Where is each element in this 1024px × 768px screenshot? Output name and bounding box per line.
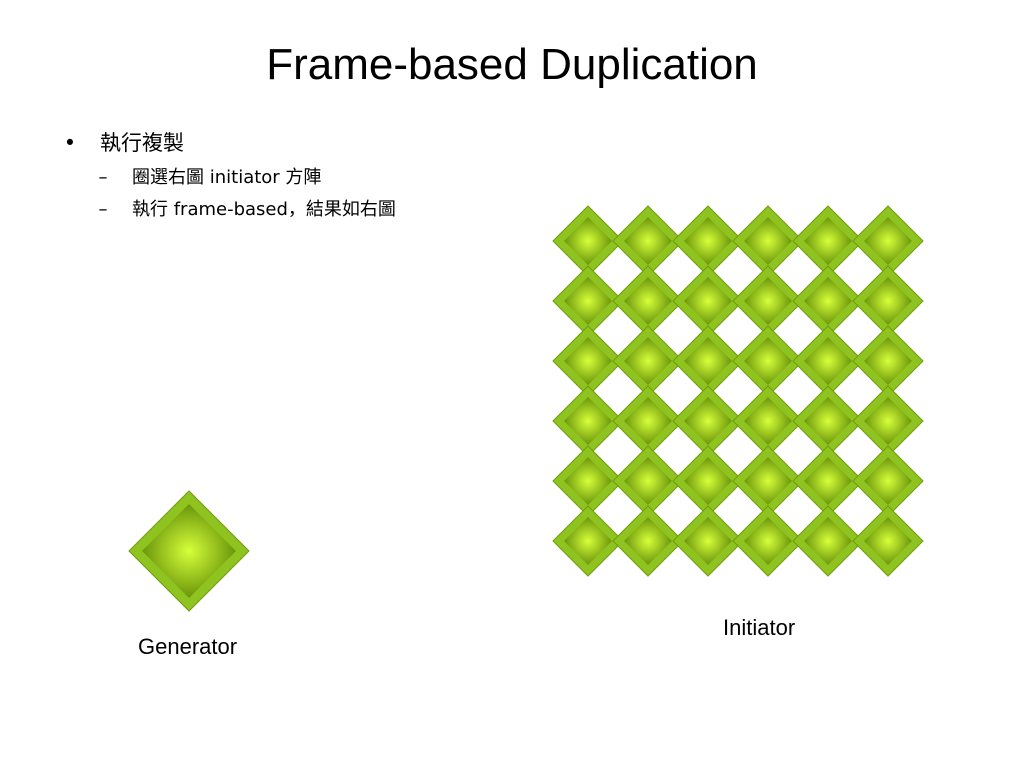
sub-bullet-marker: –: [98, 199, 108, 220]
diamond-tile-icon: [672, 205, 744, 277]
sub-bullet-list: – 圈選右圖 initiator 方陣 – 執行 frame-based，結果如…: [99, 162, 396, 226]
diamond-tile-icon: [552, 325, 624, 397]
diamond-tile-icon: [612, 205, 684, 277]
tile-core: [744, 337, 792, 385]
tile-core: [684, 457, 732, 505]
sub-bullet-marker: –: [98, 167, 108, 188]
tile-core: [864, 217, 912, 265]
diamond-tile-icon: [792, 205, 864, 277]
diamond-tile-icon: [672, 385, 744, 457]
diamond-tile-icon: [852, 385, 924, 457]
tile-core: [624, 457, 672, 505]
tile-core: [624, 277, 672, 325]
tile-core: [684, 517, 732, 565]
diamond-tile-icon: [612, 445, 684, 517]
tile-core: [142, 504, 236, 598]
diamond-tile-icon: [852, 205, 924, 277]
slide-title: Frame-based Duplication: [266, 40, 758, 89]
diamond-tile-icon: [792, 385, 864, 457]
tile-core: [564, 217, 612, 265]
diamond-tile-icon: [672, 265, 744, 337]
diamond-tile-icon: [852, 445, 924, 517]
diamond-tile-icon: [612, 385, 684, 457]
sub-bullet-text: 圈選右圖 initiator 方陣: [132, 167, 322, 188]
tile-core: [744, 517, 792, 565]
tile-core: [744, 397, 792, 445]
tile-core: [744, 217, 792, 265]
diamond-tile-icon: [732, 205, 804, 277]
diamond-tile-icon: [732, 325, 804, 397]
tile-core: [684, 397, 732, 445]
diamond-tile-icon: [792, 505, 864, 577]
diamond-tile-icon: [732, 385, 804, 457]
bullet-list: • 執行複製 – 圈選右圖 initiator 方陣 – 執行 frame-ba…: [60, 128, 396, 226]
diamond-tile-icon: [852, 265, 924, 337]
tile-core: [564, 457, 612, 505]
generator-caption: Generator: [138, 634, 238, 659]
tile-core: [564, 397, 612, 445]
tile-core: [624, 397, 672, 445]
bullet-item: • 執行複製 – 圈選右圖 initiator 方陣 – 執行 frame-ba…: [60, 128, 396, 226]
diamond-tile-icon: [672, 505, 744, 577]
diamond-tile-icon: [672, 325, 744, 397]
tile-core: [624, 517, 672, 565]
tile-core: [864, 517, 912, 565]
diamond-tile-icon: [612, 265, 684, 337]
diamond-tile-icon: [128, 490, 250, 612]
tile-core: [564, 277, 612, 325]
tile-core: [804, 397, 852, 445]
diamond-tile-icon: [852, 505, 924, 577]
bullet-marker: •: [63, 131, 77, 155]
tile-core: [864, 277, 912, 325]
tile-core: [804, 277, 852, 325]
tile-core: [564, 337, 612, 385]
tile-core: [684, 337, 732, 385]
diamond-tile-icon: [792, 325, 864, 397]
tile-core: [804, 337, 852, 385]
diamond-tile-icon: [792, 445, 864, 517]
diamond-tile-icon: [552, 385, 624, 457]
tile-core: [864, 457, 912, 505]
diamond-tile-icon: [552, 205, 624, 277]
initiator-figure[interactable]: [552, 205, 924, 577]
sub-bullet-item: – 執行 frame-based，結果如右圖: [88, 194, 396, 226]
initiator-caption: Initiator: [723, 615, 796, 640]
tile-core: [684, 277, 732, 325]
tile-core: [864, 397, 912, 445]
sub-bullet-text: 執行 frame-based，結果如右圖: [132, 199, 396, 220]
tile-core: [624, 217, 672, 265]
diamond-tile-icon: [612, 325, 684, 397]
bullet-text: 執行複製: [100, 131, 184, 155]
diamond-tile-icon: [792, 265, 864, 337]
diamond-tile-icon: [552, 265, 624, 337]
diamond-tile-icon: [732, 445, 804, 517]
diamond-tile-icon: [612, 505, 684, 577]
diamond-tile-icon: [732, 505, 804, 577]
generator-figure[interactable]: [128, 490, 250, 612]
diamond-tile-icon: [552, 445, 624, 517]
tile-core: [624, 337, 672, 385]
tile-core: [804, 217, 852, 265]
diamond-tile-icon: [552, 505, 624, 577]
tile-core: [684, 217, 732, 265]
tile-core: [564, 517, 612, 565]
tile-core: [804, 457, 852, 505]
sub-bullet-item: – 圈選右圖 initiator 方陣: [88, 162, 396, 194]
tile-core: [804, 517, 852, 565]
tile-core: [744, 277, 792, 325]
tile-core: [744, 457, 792, 505]
tile-core: [864, 337, 912, 385]
